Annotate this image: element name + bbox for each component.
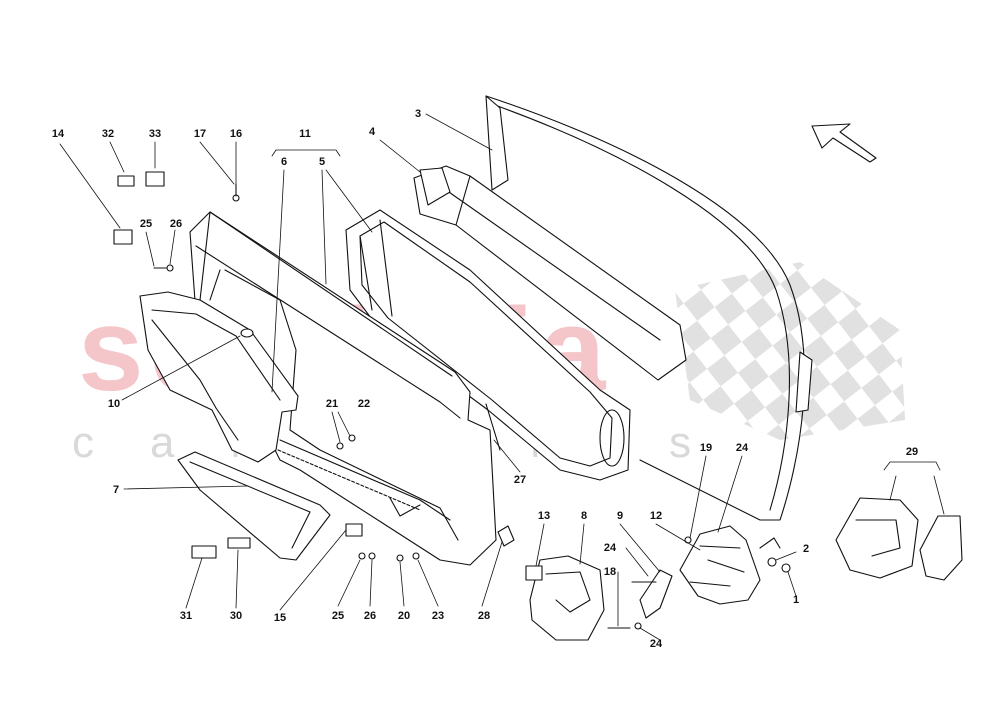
- part-clip-32: [117, 175, 135, 187]
- part-window-seal: [485, 95, 805, 521]
- part-clip-15: [345, 523, 363, 537]
- part-clip-13: [525, 565, 543, 581]
- callout-15: 15: [273, 612, 287, 624]
- callout-8: 8: [580, 510, 588, 522]
- callout-22: 22: [357, 398, 371, 410]
- callout-4: 4: [368, 126, 376, 138]
- callout-31: 31: [179, 610, 193, 622]
- callout-16: 16: [229, 128, 243, 140]
- callout-12: 12: [649, 510, 663, 522]
- callout-9: 9: [616, 510, 624, 522]
- part-screw-25b: [358, 552, 366, 560]
- callout-11: 11: [299, 128, 311, 140]
- callout-32: 32: [101, 128, 115, 140]
- callout-24-middle: 24: [603, 542, 617, 554]
- part-29-cover: [835, 497, 919, 579]
- callout-6: 6: [280, 156, 288, 168]
- part-screw-24c: [634, 622, 642, 630]
- callout-24-lower: 24: [649, 638, 663, 650]
- part-screw-2: [767, 557, 777, 567]
- part-clip-30: [227, 537, 251, 549]
- part-bolt-18: [607, 581, 657, 629]
- part-upper-trim-rail: [413, 165, 687, 381]
- part-rod-27: [485, 403, 501, 451]
- callout-33: 33: [148, 128, 162, 140]
- part-screw-22: [348, 434, 356, 442]
- part-screw-1: [781, 563, 791, 573]
- part-screw-23: [412, 552, 420, 560]
- callout-26-upper: 26: [169, 218, 183, 230]
- part-clip-14: [113, 229, 133, 245]
- part-screw-26b: [368, 552, 376, 560]
- direction-arrow: [811, 123, 877, 163]
- callout-29: 29: [905, 446, 919, 458]
- part-armrest-bezel: [139, 291, 299, 463]
- part-bracket: [639, 569, 673, 619]
- callout-18: 18: [603, 566, 617, 578]
- part-screw-20: [396, 554, 404, 562]
- callout-3: 3: [414, 108, 422, 120]
- callout-27: 27: [513, 474, 527, 486]
- callout-25-upper: 25: [139, 218, 153, 230]
- callout-20: 20: [397, 610, 411, 622]
- part-29-bracket: [919, 515, 963, 581]
- callout-24-upper: 24: [735, 442, 749, 454]
- part-screw-21: [336, 442, 344, 450]
- callout-25-lower: 25: [331, 610, 345, 622]
- part-door-pocket: [177, 451, 331, 561]
- part-lower-trim-cover: [529, 555, 605, 641]
- part-handle-28: [497, 525, 515, 547]
- part-latch-housing: [679, 525, 761, 605]
- callout-14: 14: [51, 128, 65, 140]
- callout-5: 5: [318, 156, 326, 168]
- callout-10: 10: [107, 398, 121, 410]
- callout-1: 1: [792, 594, 800, 606]
- callout-28: 28: [477, 610, 491, 622]
- callout-21: 21: [325, 398, 339, 410]
- leader-lines: [59, 113, 945, 641]
- callout-7: 7: [112, 484, 120, 496]
- part-screw-26: [166, 264, 174, 272]
- callout-23: 23: [431, 610, 445, 622]
- callout-2: 2: [802, 543, 810, 555]
- part-clip-33: [145, 171, 165, 187]
- watermark-checkered-flag: [675, 262, 905, 440]
- part-clip-31: [191, 545, 217, 559]
- callout-30: 30: [229, 610, 243, 622]
- callout-26-lower: 26: [363, 610, 377, 622]
- callout-19: 19: [699, 442, 713, 454]
- callout-13: 13: [537, 510, 551, 522]
- callout-17: 17: [193, 128, 207, 140]
